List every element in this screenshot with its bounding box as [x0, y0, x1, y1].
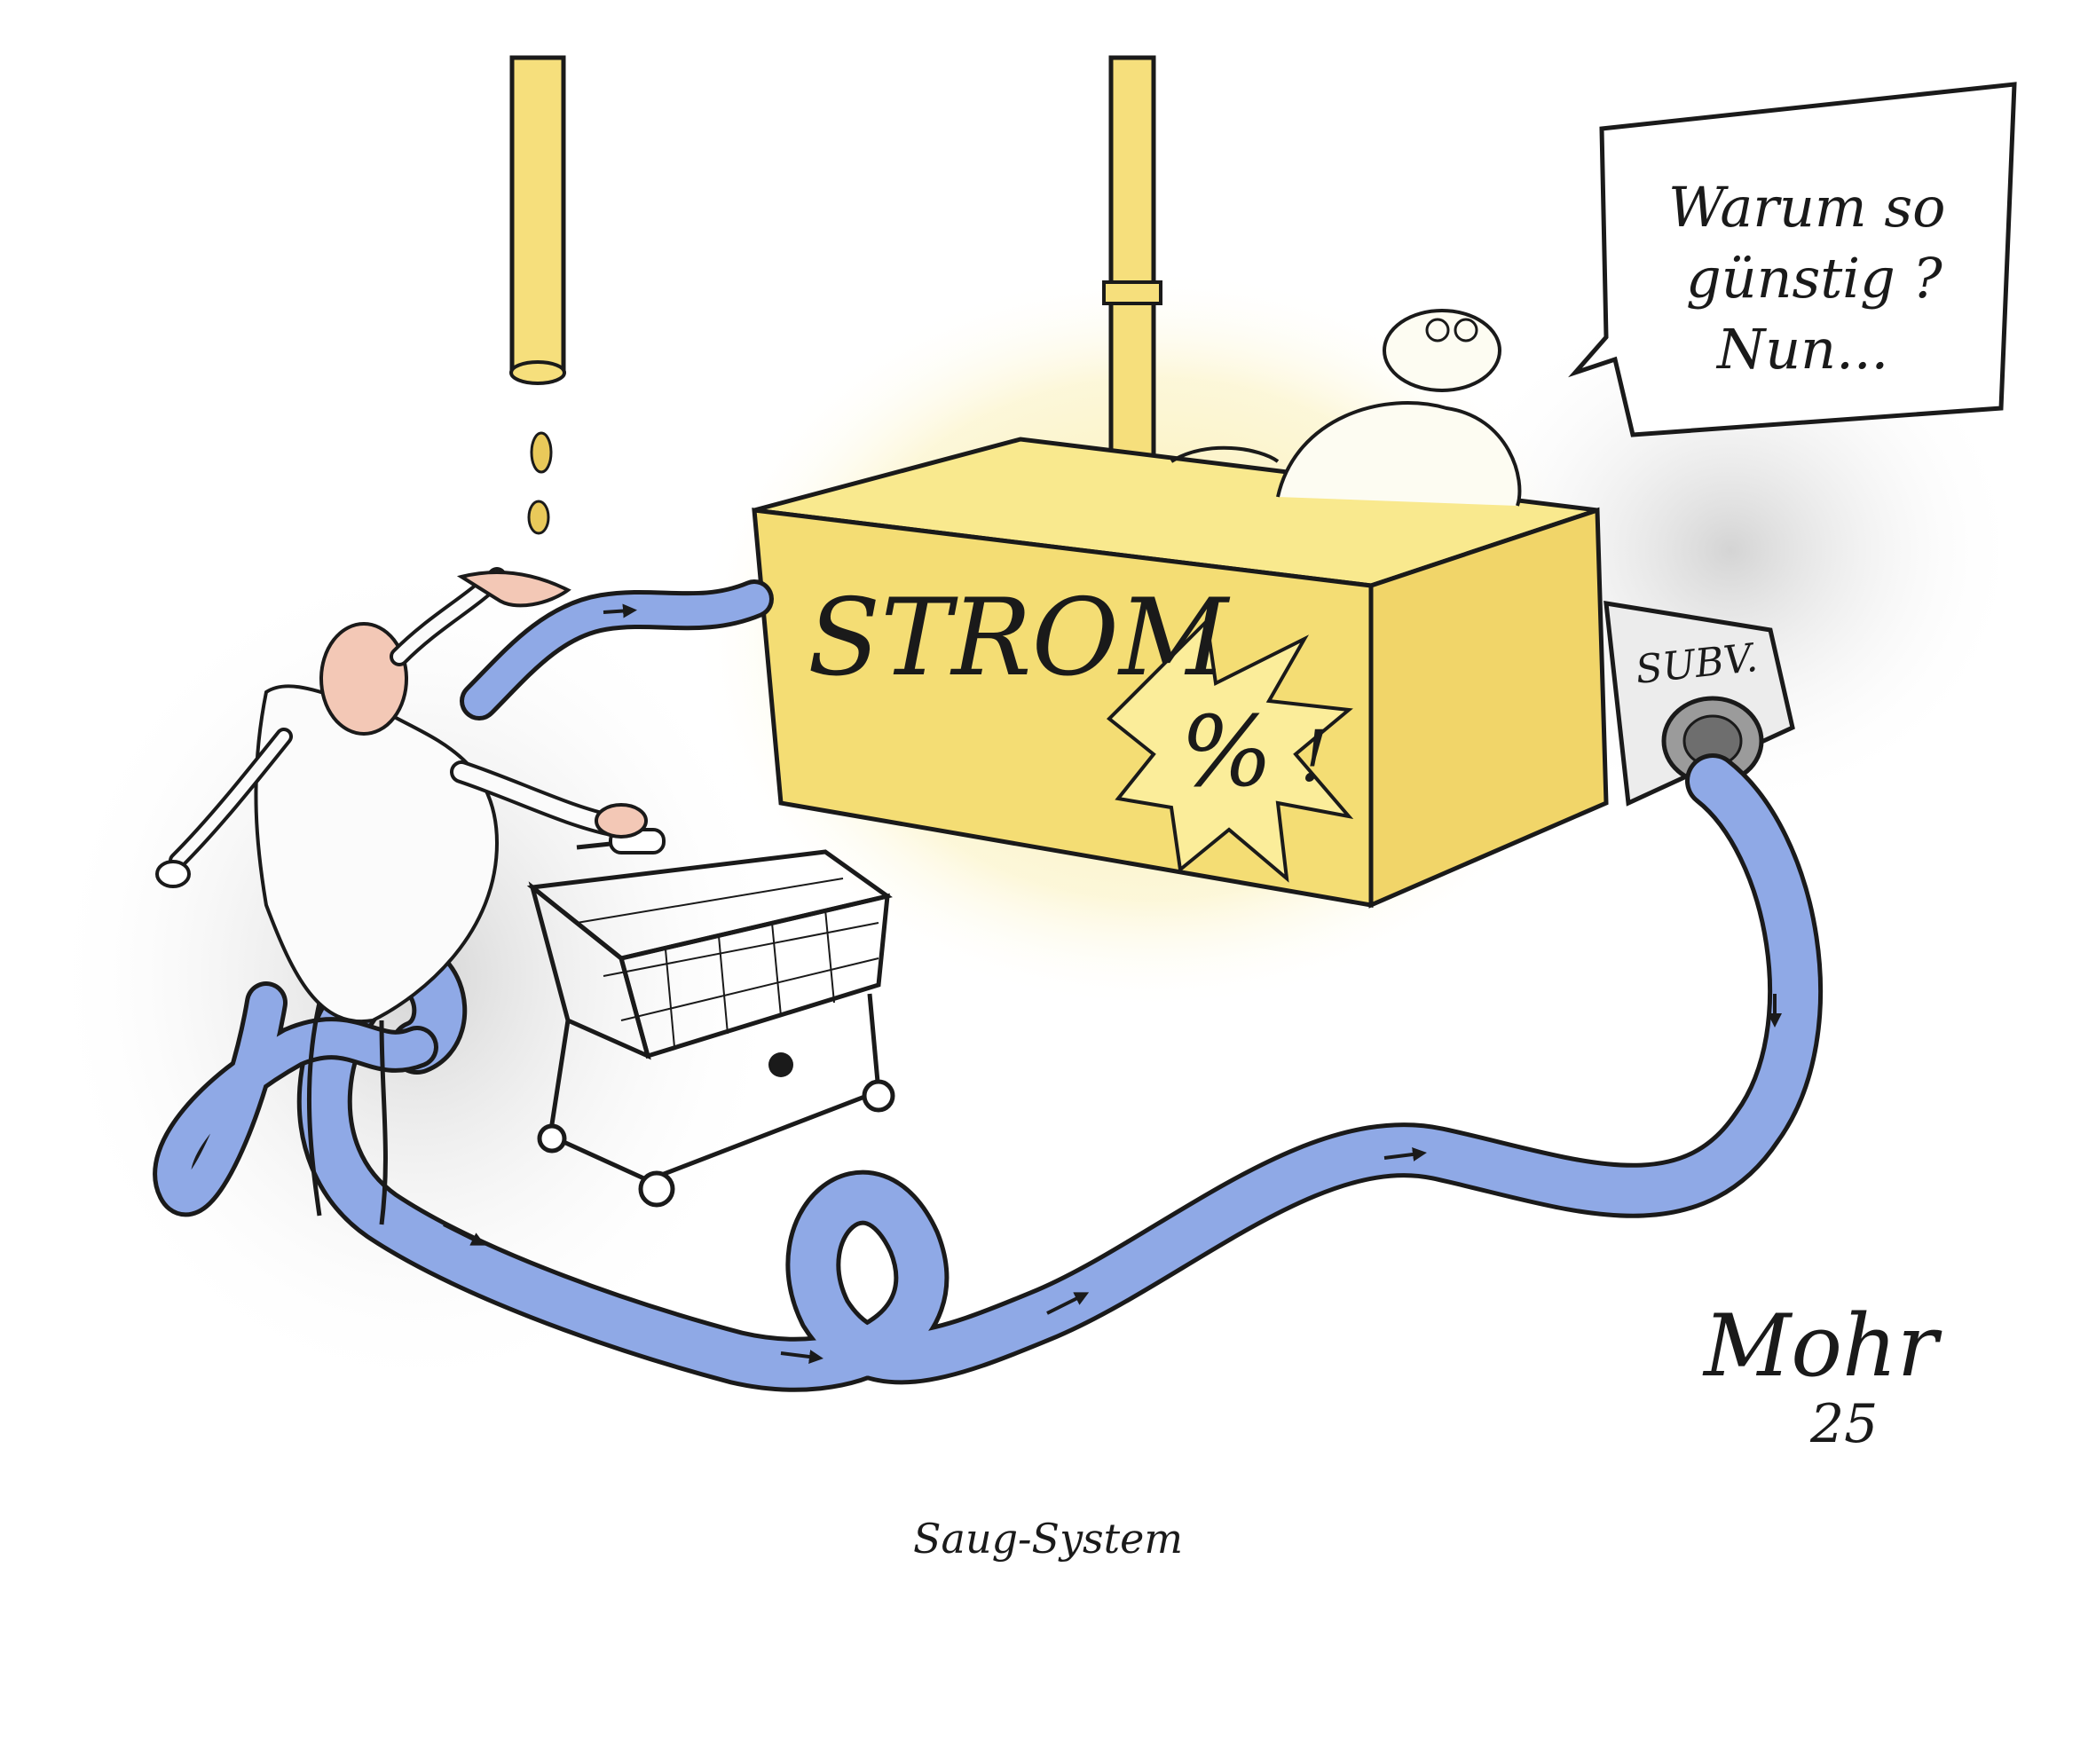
bubble-line-2: günstig ?: [1686, 246, 1943, 311]
customer-figure: [155, 567, 648, 1225]
percent-label: %: [1180, 695, 1273, 808]
seller-figure: [1170, 309, 1522, 507]
seller-head: [1383, 309, 1501, 392]
glasses-icon: [1425, 318, 1450, 343]
shopping-cart-icon: [526, 828, 895, 1208]
open-hand: [456, 571, 571, 608]
suction-hose: [153, 579, 1824, 1392]
artist-signature: Mohr 25: [1702, 1296, 1942, 1455]
hose-body: [301, 758, 1819, 1388]
seller-hand: [1170, 445, 1280, 463]
cartoon-caption: Saug-System: [913, 1515, 1183, 1563]
percent-burst: [1107, 617, 1354, 883]
bubble-line-1: Warum so: [1668, 175, 1946, 240]
signature-name: Mohr: [1702, 1296, 1942, 1396]
bubble-line-3: Nun...: [1715, 317, 1888, 382]
signature-year: 25: [1809, 1393, 1878, 1455]
customer-head: [319, 622, 408, 736]
box-pole: [1102, 55, 1162, 460]
strom-box: STROM % !: [752, 437, 1609, 909]
percent-exclamation: !: [1300, 715, 1328, 798]
strom-label: STROM: [808, 577, 1231, 700]
speech-bubble: Warum so günstig ? Nun...: [1568, 82, 2017, 437]
subv-valve: SUBV.: [1604, 601, 1795, 807]
coin-pipe: [509, 55, 566, 385]
hand-on-cart: [595, 803, 648, 839]
